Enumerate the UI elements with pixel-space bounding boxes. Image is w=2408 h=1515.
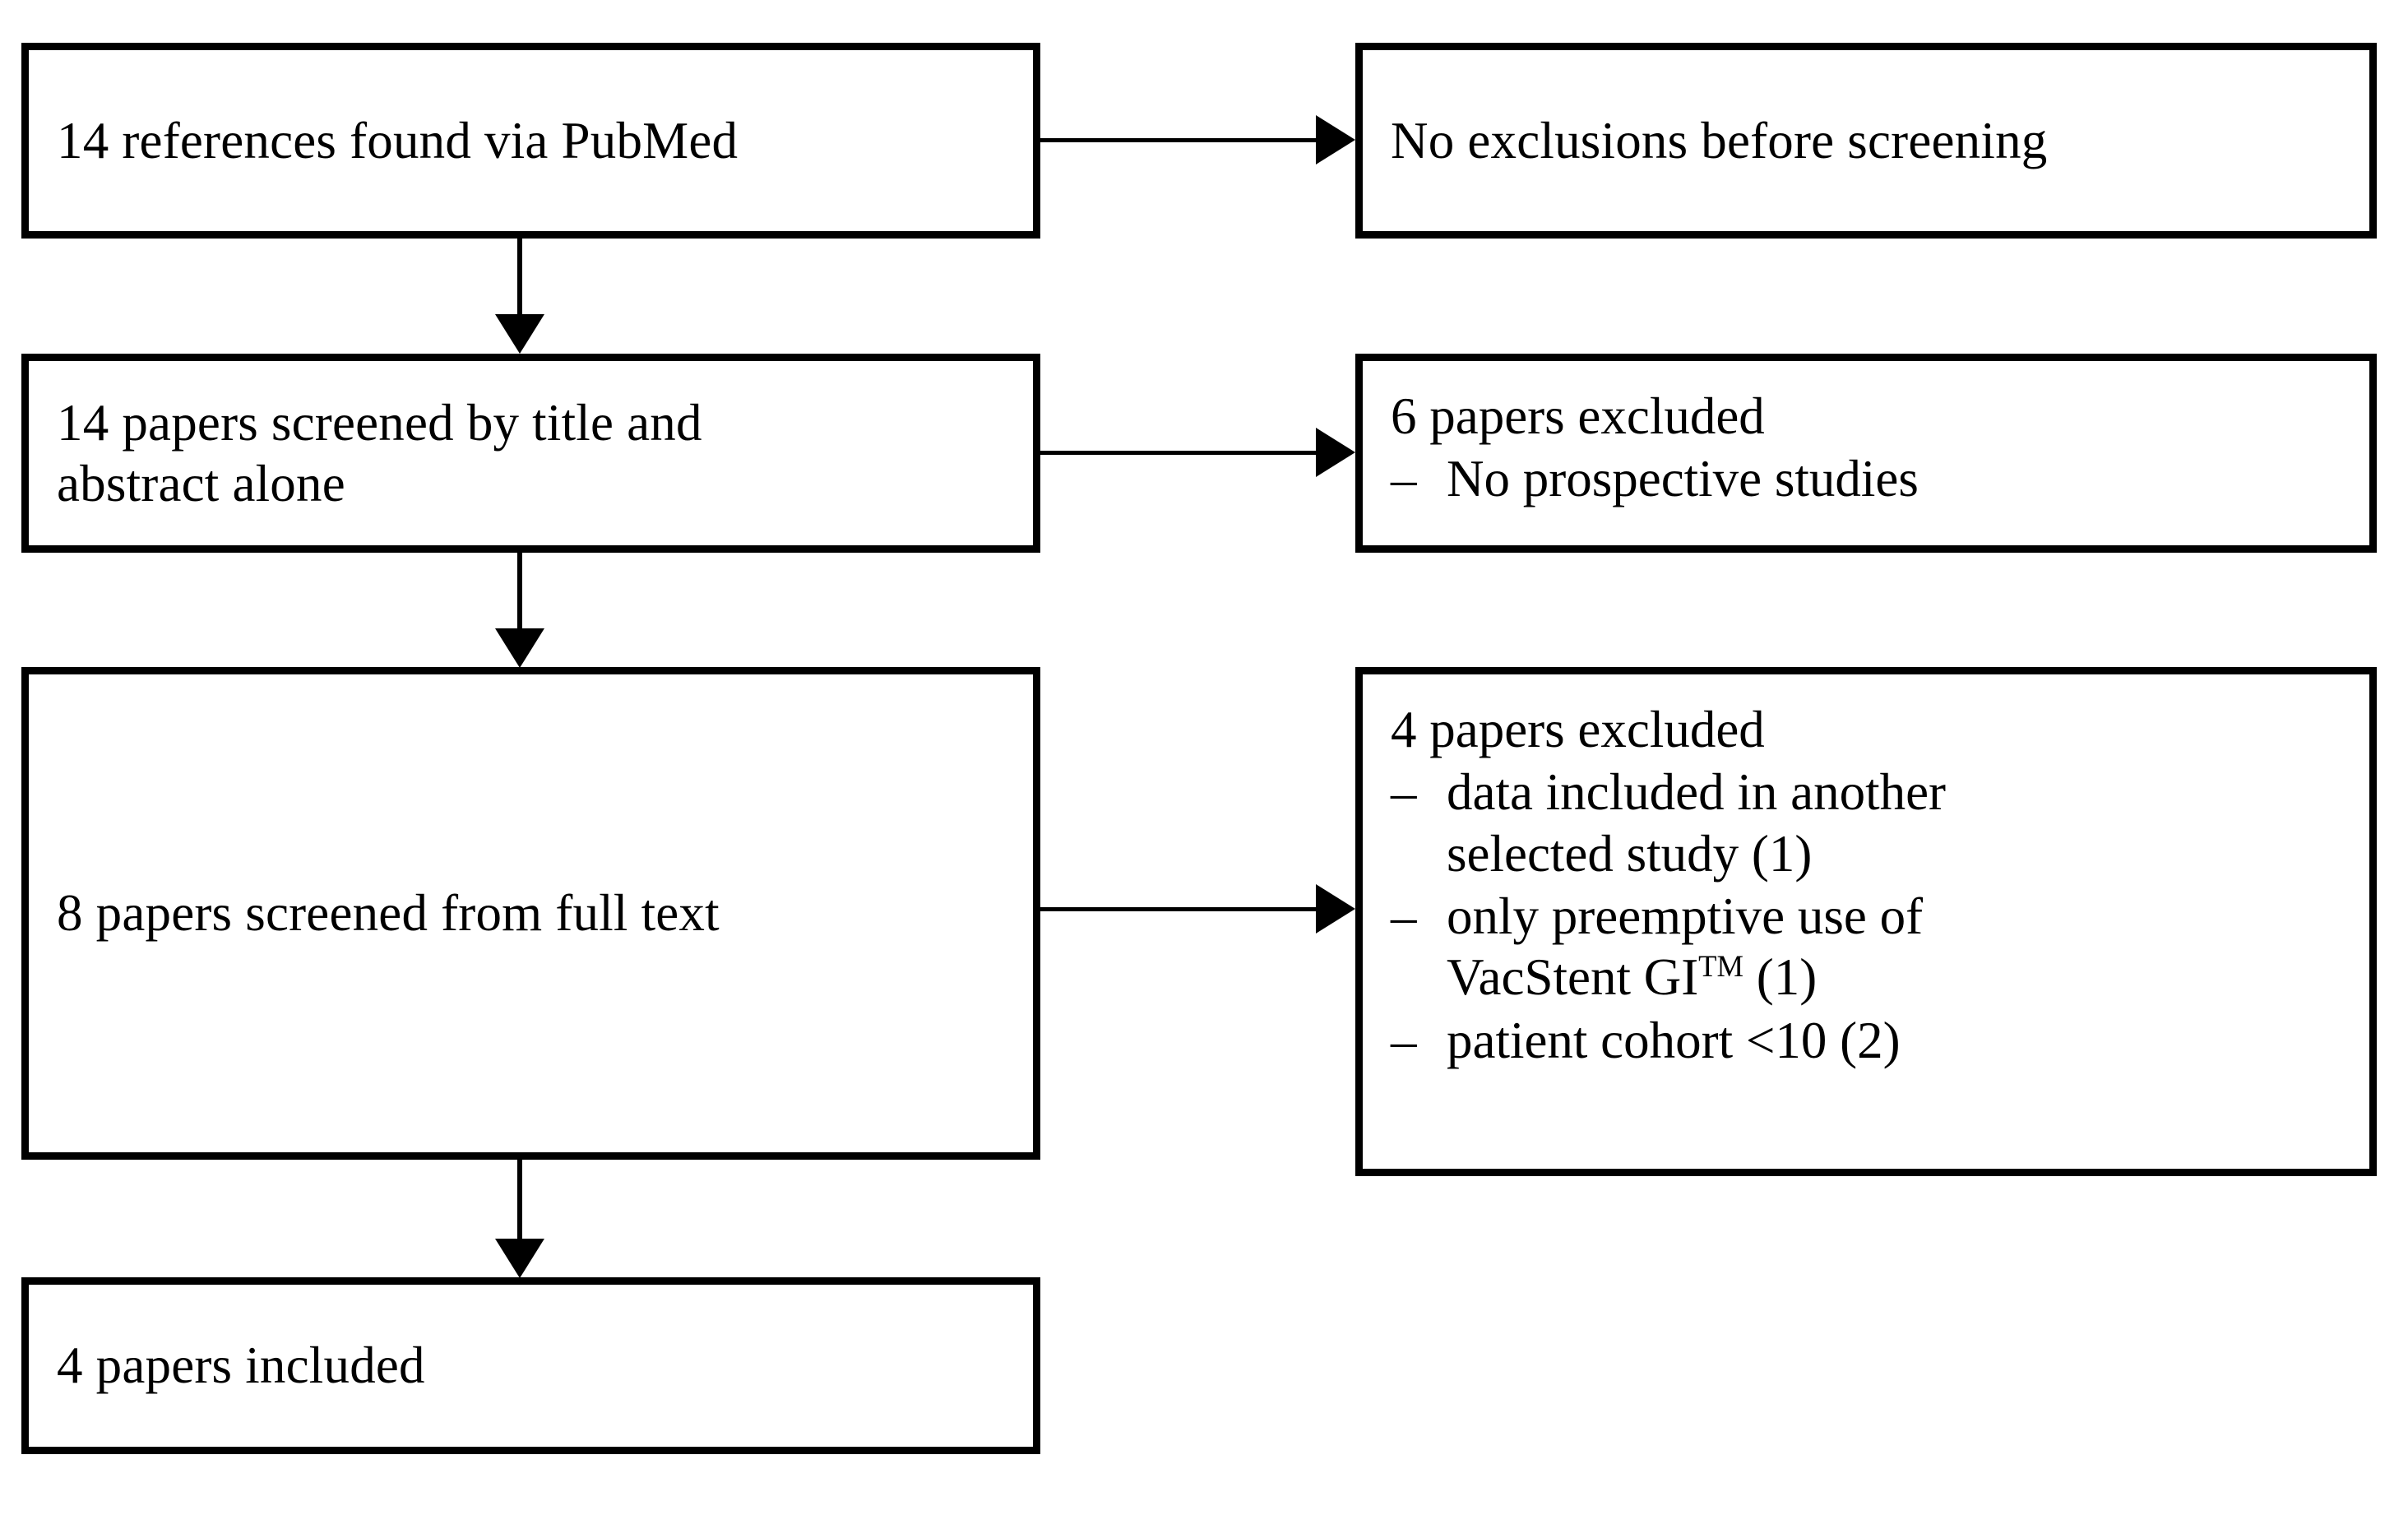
dash-bullet-icon: – <box>1391 450 1417 508</box>
list-item: – only preemptive use of VacStent GITM (… <box>1391 886 2341 1008</box>
arrow-head-down-icon <box>495 628 544 668</box>
exclusion-reason-text: patient cohort <10 (2) <box>1447 1011 1901 1069</box>
connector-line <box>517 1160 522 1242</box>
connector-line <box>1040 451 1320 455</box>
arrow-head-right-icon <box>1316 428 1355 477</box>
arrow-head-down-icon <box>495 1239 544 1278</box>
connector-line <box>517 239 522 317</box>
exclusion-block: 4 papers excluded – data included in ano… <box>1391 699 2341 1071</box>
arrow-head-right-icon <box>1316 884 1355 934</box>
node-screening: 14 papers screened by title and abstract… <box>21 354 1040 553</box>
connector-fulltext-to-included <box>495 1160 544 1279</box>
node-fulltext-exclusion: 4 papers excluded – data included in ano… <box>1355 667 2377 1176</box>
exclusion-reason-list: – data included in another selected stud… <box>1391 762 2341 1071</box>
node-included-label: 4 papers included <box>57 1337 425 1395</box>
exclusion-block: 6 papers excluded – No prospective studi… <box>1391 386 2341 510</box>
connector-screening-to-exclusion <box>1040 428 1355 477</box>
list-item: – No prospective studies <box>1391 448 2341 509</box>
connector-fulltext-to-exclusion <box>1040 884 1355 934</box>
node-identification-exclusion-label: No exclusions before screening <box>1391 111 2048 169</box>
node-included: 4 papers included <box>21 1277 1040 1454</box>
connector-identification-to-exclusion <box>1040 115 1355 164</box>
dash-bullet-icon: – <box>1391 887 1417 945</box>
list-item: – data included in another selected stud… <box>1391 762 2341 884</box>
node-fulltext: 8 papers screened from full text <box>21 667 1040 1160</box>
arrow-head-down-icon <box>495 314 544 354</box>
exclusion-reason-text-post: (1) <box>1743 948 1818 1007</box>
node-screening-exclusion: 6 papers excluded – No prospective studi… <box>1355 354 2377 553</box>
node-identification: 14 references found via PubMed <box>21 43 1040 239</box>
node-identification-label: 14 references found via PubMed <box>57 111 739 169</box>
connector-line <box>1040 138 1320 142</box>
connector-screening-to-fulltext <box>495 553 544 672</box>
dash-bullet-icon: – <box>1391 763 1417 822</box>
dash-bullet-icon: – <box>1391 1011 1417 1069</box>
node-identification-exclusion: No exclusions before screening <box>1355 43 2377 239</box>
exclusion-reason-list: – No prospective studies <box>1391 448 2341 509</box>
arrow-head-right-icon <box>1316 115 1355 164</box>
connector-line <box>517 553 522 632</box>
exclusion-reason-text: data included in another selected study … <box>1447 763 1947 883</box>
connector-identification-to-screening <box>495 239 544 354</box>
exclusion-reason-text: No prospective studies <box>1447 450 1919 508</box>
list-item: – patient cohort <10 (2) <box>1391 1010 2341 1071</box>
exclusion-heading: 4 papers excluded <box>1391 701 1765 758</box>
node-screening-label: 14 papers screened by title and abstract… <box>57 393 702 512</box>
exclusion-reason-text: only preemptive use of VacStent GITM (1) <box>1447 886 2341 1008</box>
exclusion-heading: 6 papers excluded <box>1391 387 1765 445</box>
exclusion-reason-text-pre: only preemptive use of VacStent GI <box>1447 887 1924 1007</box>
node-fulltext-label: 8 papers screened from full text <box>57 884 720 943</box>
connector-line <box>1040 907 1320 911</box>
trademark-superscript: TM <box>1698 949 1743 984</box>
